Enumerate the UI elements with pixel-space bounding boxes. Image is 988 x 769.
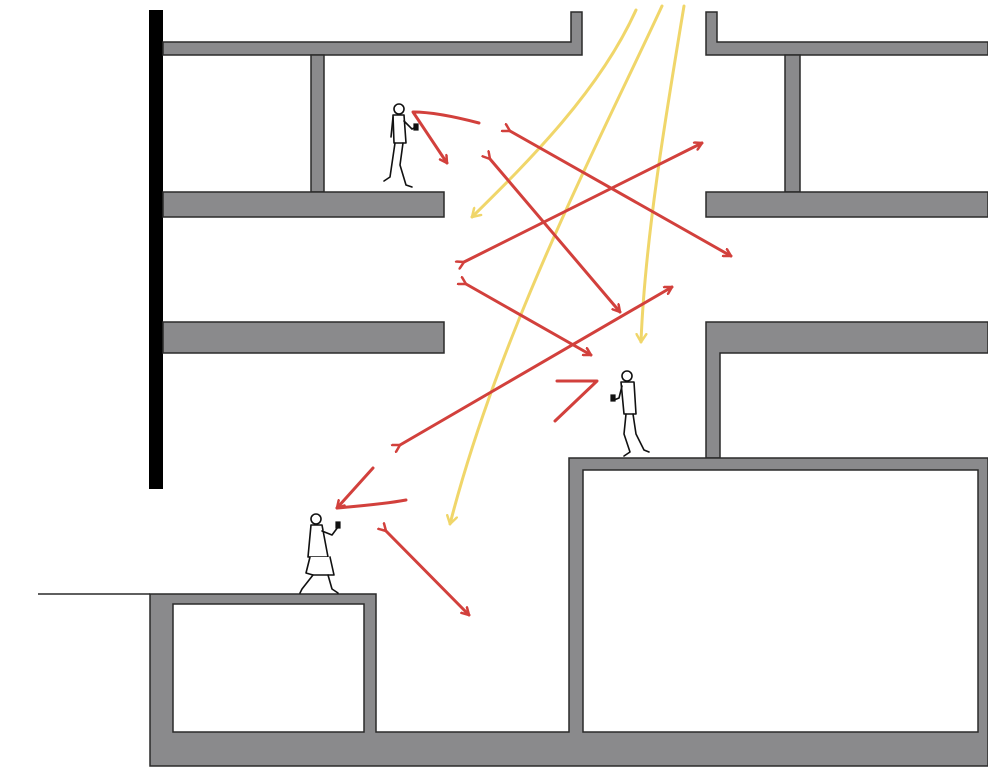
facade-wall: [149, 10, 163, 489]
reflection-arrow: [335, 498, 408, 510]
reflection-arrows: [335, 110, 733, 617]
column-upper-left: [310, 54, 325, 193]
slab-right-level3: [705, 321, 988, 459]
reflection-arrow: [400, 285, 674, 445]
slab-right-level2: [705, 191, 988, 218]
reflection-arrow: [464, 143, 704, 262]
slab-left-level2: [162, 191, 445, 218]
column-upper-right: [784, 54, 801, 193]
room-lower-right: [582, 469, 979, 733]
light-rays: [450, 4, 686, 526]
building-structure: [38, 10, 988, 767]
reflection-arrow: [411, 110, 481, 165]
roof-slab-right: [705, 11, 988, 56]
reflection-arrow: [335, 466, 375, 510]
person-right-terrace-icon: [610, 370, 650, 457]
reflection-arrow: [386, 531, 471, 617]
slab-left-level3: [162, 321, 445, 354]
roof-slab-left: [162, 11, 583, 56]
light-ray-arrow: [450, 4, 664, 526]
reflection-arrow: [553, 379, 599, 423]
person-left-terrace-icon: [299, 513, 341, 594]
person-upper-floor-icon: [383, 103, 419, 188]
reflection-arrow: [510, 131, 733, 258]
room-lower-left: [172, 603, 365, 733]
